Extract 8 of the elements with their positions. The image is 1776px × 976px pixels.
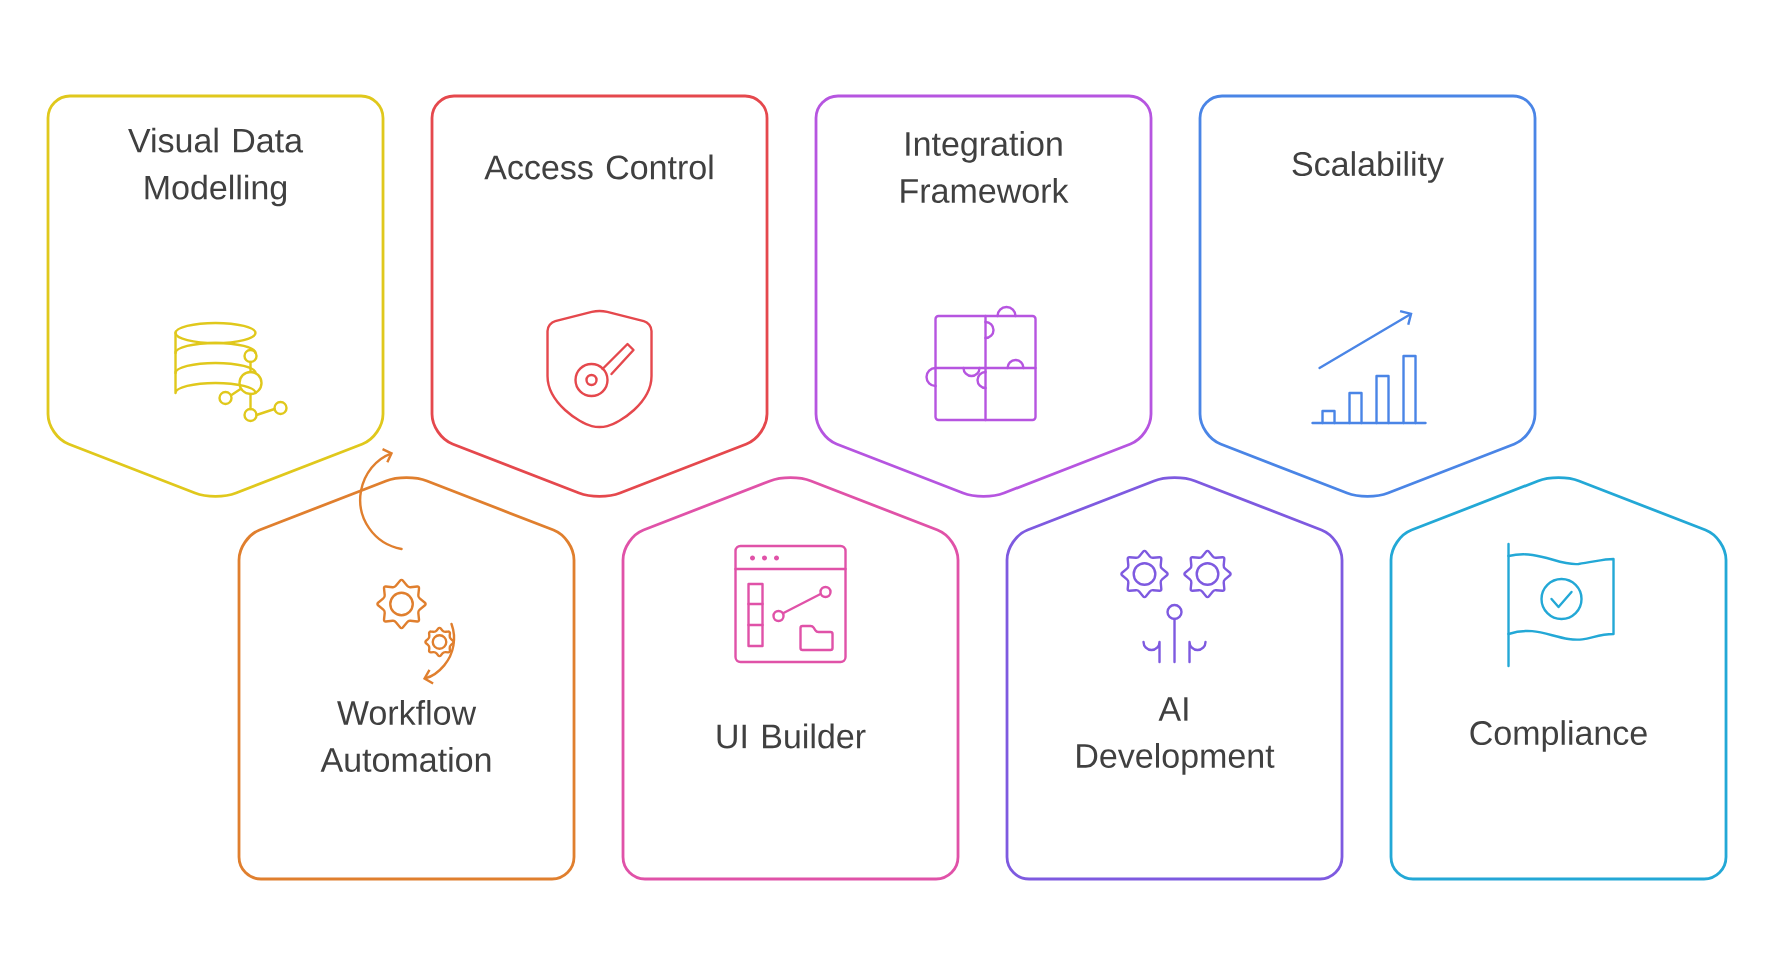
feature-card: Scalability <box>1198 94 1537 498</box>
feature-card: Workflow Automation <box>237 476 576 881</box>
feature-card: UI Builder <box>621 476 960 881</box>
feature-card: Access Control <box>430 94 769 498</box>
feature-card: Visual Data Modelling <box>46 94 385 498</box>
feature-card: AI Development <box>1005 476 1344 881</box>
feature-card: Integration Framework <box>814 94 1153 498</box>
feature-card: Compliance <box>1389 476 1728 881</box>
